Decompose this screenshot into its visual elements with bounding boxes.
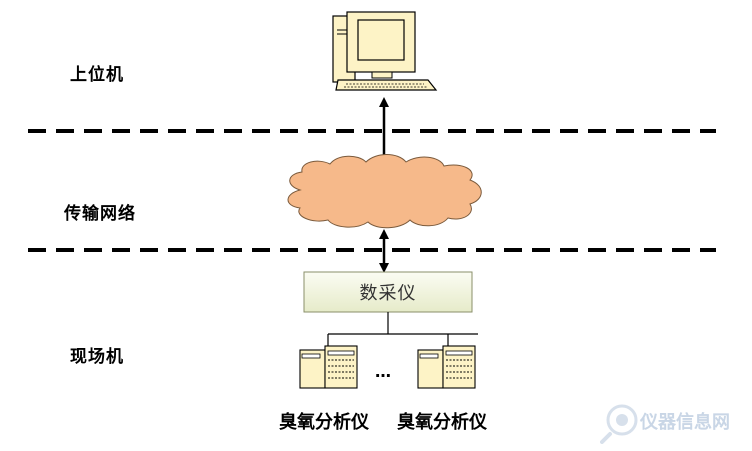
analyzer-caption-right: 臭氧分析仪 xyxy=(397,412,487,433)
watermark-logo-icon xyxy=(600,404,638,444)
ozone-analyzer-icon-right xyxy=(417,345,476,389)
analyzer-caption-left: 臭氧分析仪 xyxy=(279,412,369,433)
tier-label-field-unit: 现场机 xyxy=(70,347,124,367)
analyzer-ellipsis: … xyxy=(375,362,391,381)
tier-label-network: 传输网络 xyxy=(64,204,136,224)
ozone-analyzer-icon-left xyxy=(299,345,358,389)
watermark-text: 仪器信息网 xyxy=(640,412,730,433)
computer-icon xyxy=(332,11,438,91)
network-cloud-icon xyxy=(287,154,482,229)
tier-label-upper-host: 上位机 xyxy=(70,65,124,85)
data-collector-label: 数采仪 xyxy=(359,283,417,304)
